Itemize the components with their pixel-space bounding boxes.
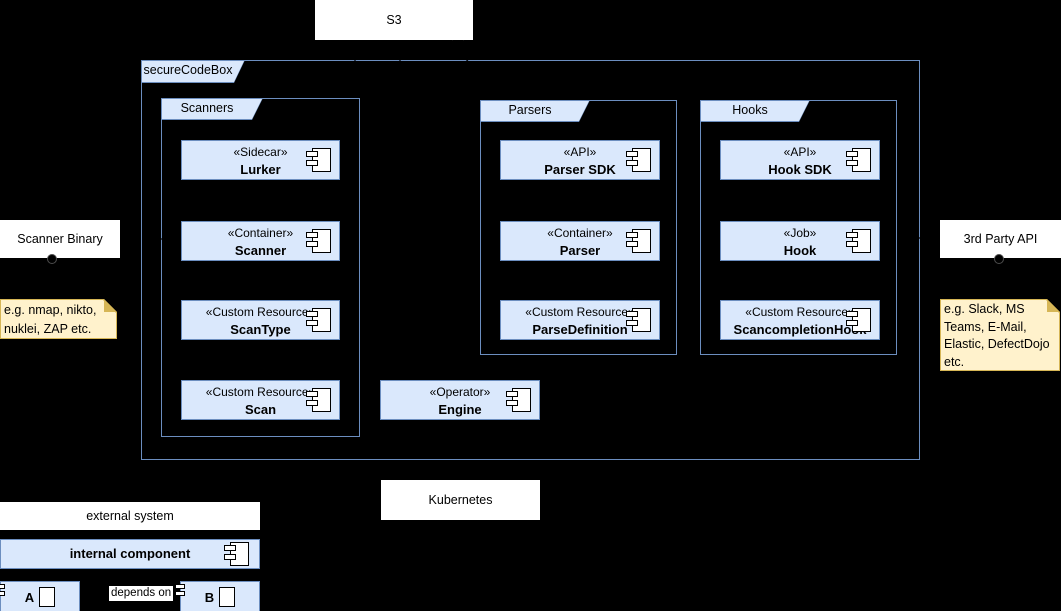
s3-label: S3 <box>386 13 402 27</box>
component-stereotype: «Container» <box>227 226 294 240</box>
legend-external-system: external system <box>0 502 260 530</box>
scanner-binary-node: Scanner Binary <box>0 220 120 258</box>
securecodebox-container <box>141 60 920 460</box>
note-text: e.g. Slack, MS Teams, E-Mail, Elastic, D… <box>944 302 1050 369</box>
uml-component-icon <box>39 587 56 607</box>
third-party-api-node: 3rd Party API <box>940 220 1061 258</box>
third-party-examples-note: e.g. Slack, MS Teams, E-Mail, Elastic, D… <box>940 299 1060 371</box>
uml-component-icon <box>626 308 651 332</box>
legend-component-a: A <box>0 581 80 611</box>
uml-component-icon <box>306 308 331 332</box>
legend-internal-component-label: internal component <box>69 546 191 561</box>
component-name: Scan <box>244 402 277 417</box>
component-hook-sdk: «API» Hook SDK <box>720 140 880 180</box>
uml-component-icon <box>846 229 871 253</box>
legend-internal-component: internal component <box>0 539 260 569</box>
component-engine: «Operator» Engine <box>380 380 540 420</box>
component-lurker: «Sidecar» Lurker <box>181 140 340 180</box>
component-stereotype: «Custom Resource» <box>205 305 316 319</box>
interface-lollipop-icon <box>47 254 57 264</box>
component-stereotype: «Container» <box>547 226 613 240</box>
kubernetes-label: Kubernetes <box>428 493 493 507</box>
parsers-tab: Parsers <box>480 100 590 122</box>
component-name: Hook <box>783 243 817 258</box>
securecodebox-label: secureCodeBox <box>143 63 233 77</box>
component-parsedefinition: «Custom Resource» ParseDefinition <box>500 300 660 340</box>
component-stereotype: «API» <box>563 145 597 159</box>
uml-component-icon <box>306 148 331 172</box>
component-scanner: «Container» Scanner <box>181 221 340 261</box>
hooks-tab: Hooks <box>700 100 810 122</box>
component-name: Hook SDK <box>768 162 832 177</box>
legend-external-system-label: external system <box>86 509 174 523</box>
interface-lollipop-icon <box>994 254 1004 264</box>
uml-component-icon <box>219 587 236 607</box>
component-stereotype: «Custom Resource» <box>205 385 316 399</box>
scanners-tab: Scanners <box>161 98 263 120</box>
component-stereotype: «Operator» <box>429 385 491 399</box>
component-hook: «Job» Hook <box>720 221 880 261</box>
uml-component-icon <box>306 229 331 253</box>
uml-component-icon <box>506 388 531 412</box>
third-party-api-label: 3rd Party API <box>963 232 1038 246</box>
component-stereotype: «Custom Resource» <box>525 305 635 319</box>
component-stereotype: «Job» <box>783 226 817 240</box>
hooks-label: Hooks <box>732 103 768 117</box>
scanner-examples-note: e.g. nmap, nikto, nuklei, ZAP etc. <box>0 299 117 339</box>
kubernetes-node: Kubernetes <box>381 480 540 520</box>
s3-node: S3 <box>315 0 473 40</box>
component-stereotype: «API» <box>783 145 817 159</box>
component-parser: «Container» Parser <box>500 221 660 261</box>
scanners-label: Scanners <box>180 101 234 115</box>
component-scantype: «Custom Resource» ScanType <box>181 300 340 340</box>
uml-component-icon <box>626 229 651 253</box>
component-name: Parser SDK <box>544 162 616 177</box>
parsers-label: Parsers <box>508 103 552 117</box>
component-stereotype: «Sidecar» <box>233 145 288 159</box>
uml-component-icon <box>626 148 651 172</box>
legend-b-label: B <box>204 589 215 605</box>
uml-component-icon <box>306 388 331 412</box>
component-name: ScancompletionHook <box>733 322 867 337</box>
component-name: Engine <box>438 402 482 417</box>
uml-component-icon <box>846 148 871 172</box>
component-parser-sdk: «API» Parser SDK <box>500 140 660 180</box>
component-name: Scanner <box>234 243 287 258</box>
component-name: Lurker <box>240 162 281 177</box>
component-name: ParseDefinition <box>532 322 628 337</box>
scanner-binary-label: Scanner Binary <box>17 232 103 246</box>
component-scancompletionhook: «Custom Resource» ScancompletionHook <box>720 300 880 340</box>
uml-component-icon <box>846 308 871 332</box>
depends-on-label: depends on <box>109 586 174 601</box>
component-scan: «Custom Resource» Scan <box>181 380 340 420</box>
component-name: ScanType <box>230 322 291 337</box>
legend-component-b: B <box>180 581 260 611</box>
note-text: e.g. nmap, nikto, nuklei, ZAP etc. <box>4 303 97 336</box>
uml-component-icon <box>224 542 249 566</box>
legend-a-label: A <box>24 589 35 605</box>
securecodebox-tab: secureCodeBox <box>141 60 245 83</box>
component-name: Parser <box>559 243 601 258</box>
component-stereotype: «Custom Resource» <box>745 305 855 319</box>
